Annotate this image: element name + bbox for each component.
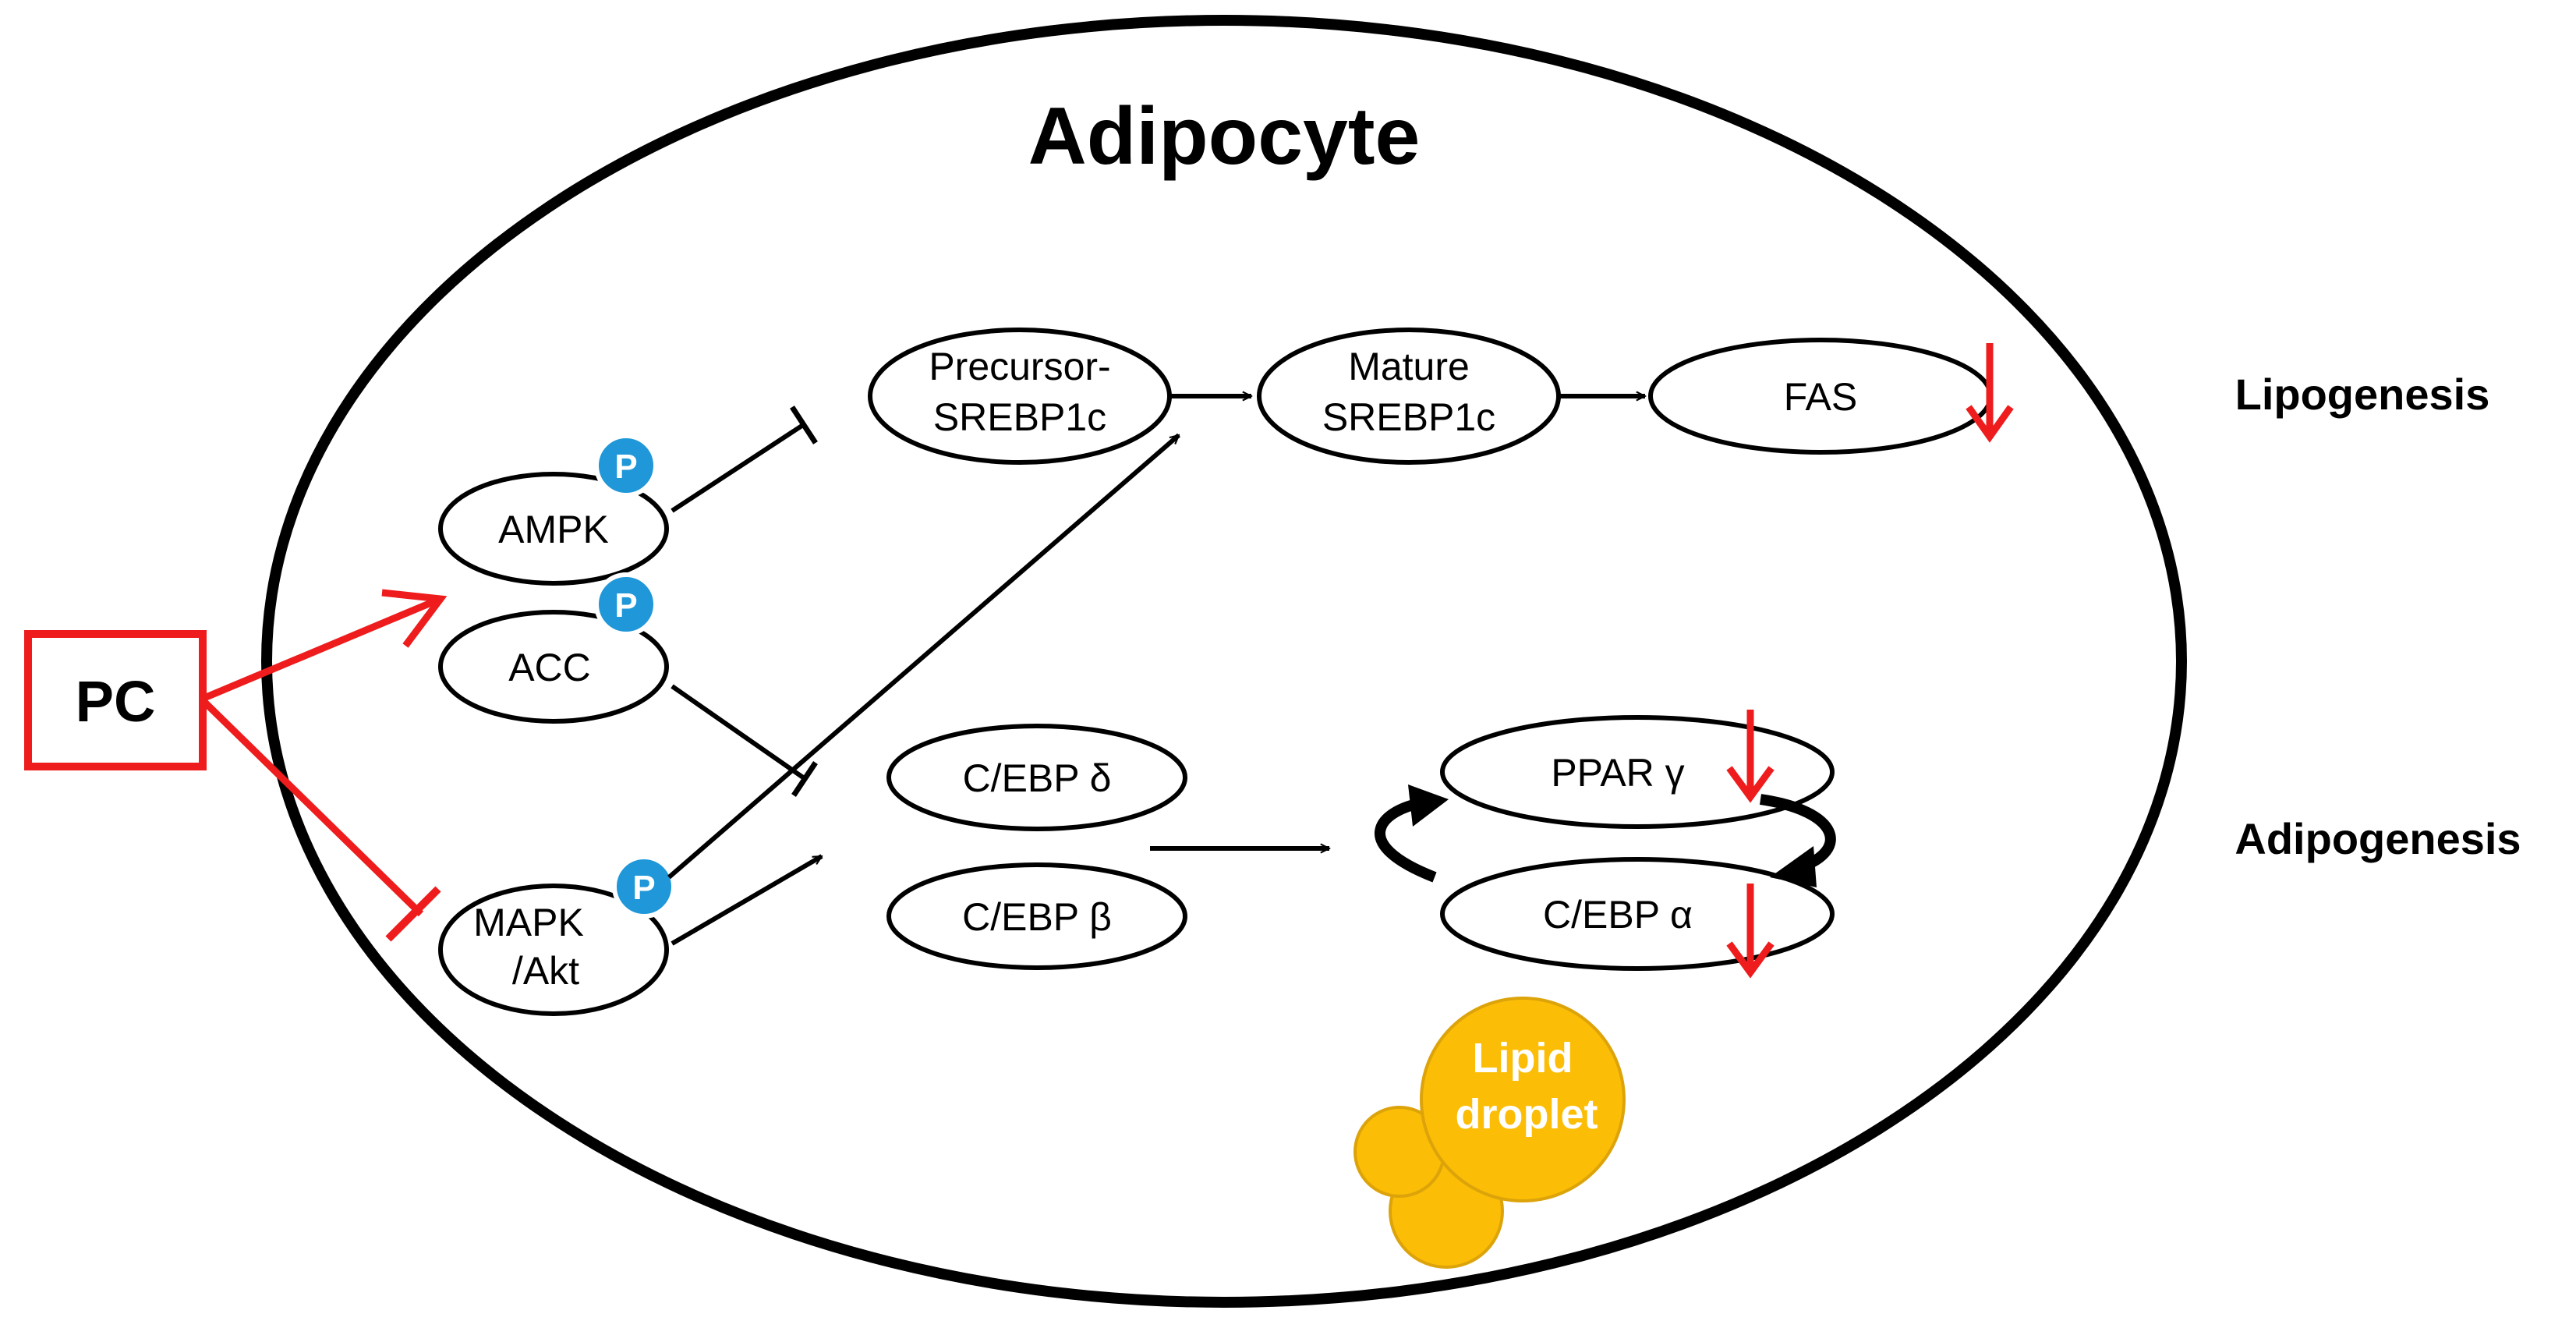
cebp-delta-node	[886, 724, 1187, 831]
lipogenesis-label: Lipogenesis	[2235, 370, 2490, 419]
ampk-phospho-badge: P	[594, 434, 658, 498]
cebp-delta-label: C/EBP δ	[963, 756, 1112, 800]
mapk-akt-node	[438, 884, 669, 1016]
mapk-label-line2: /Akt	[512, 949, 579, 993]
adipogenesis-label: Adipogenesis	[2235, 814, 2521, 863]
svg-text:P: P	[614, 586, 637, 625]
svg-text:P: P	[614, 448, 637, 486]
cebp-alpha-node	[1440, 857, 1835, 971]
lipid-label-line1: Lipid	[1473, 1035, 1573, 1082]
acc-phospho-badge: P	[594, 572, 658, 636]
ppar-cebp-alpha-feedback-arrows	[1375, 784, 1836, 887]
mapk-phospho-badge: P	[612, 855, 676, 919]
mature-srebp1c-node	[1257, 328, 1561, 465]
cebp-beta-label: C/EBP β	[962, 895, 1112, 939]
acc-node	[438, 610, 669, 724]
pc-box	[24, 630, 207, 770]
acc-inhibits-cebp-delta-line	[671, 684, 818, 797]
fas-decrease-arrow	[1966, 343, 2014, 443]
mapk-activates-mature-srebp1c-arrow	[667, 433, 1180, 880]
ampk-inhibits-precursor-line	[671, 405, 818, 513]
cebp-alpha-label: C/EBP α	[1543, 893, 1693, 937]
cell-membrane	[261, 15, 2187, 1308]
mature-label-line2: SREBP1c	[1322, 395, 1495, 439]
cell-title: Adipocyte	[1028, 91, 1421, 182]
lipid-droplet: Lipid droplet	[1353, 997, 1626, 1269]
cebp-beta-node	[886, 862, 1187, 970]
svg-text:P: P	[632, 869, 655, 907]
ampk-label: AMPK	[498, 508, 609, 551]
lipid-label-line2: droplet	[1456, 1091, 1598, 1138]
ppar-gamma-label: PPAR γ	[1551, 751, 1684, 795]
ppar-gamma-decrease-arrow	[1726, 710, 1775, 803]
precursor-label-line1: Precursor-	[929, 345, 1110, 388]
precursor-label-line2: SREBP1c	[933, 395, 1106, 439]
fas-label: FAS	[1784, 375, 1857, 419]
ppar-gamma-node	[1440, 715, 1835, 829]
pc-label: PC	[76, 669, 156, 734]
mapk-activates-cebp-arrow	[671, 854, 822, 946]
mapk-label-line1: MAPK	[473, 901, 584, 944]
mature-label-line1: Mature	[1348, 345, 1470, 388]
acc-label: ACC	[508, 646, 591, 689]
pc-inhibits-mapk-line	[201, 699, 441, 942]
ampk-node	[438, 472, 669, 586]
pc-activates-ampk-arrow	[203, 589, 448, 702]
cebp-alpha-decrease-arrow	[1726, 884, 1775, 979]
